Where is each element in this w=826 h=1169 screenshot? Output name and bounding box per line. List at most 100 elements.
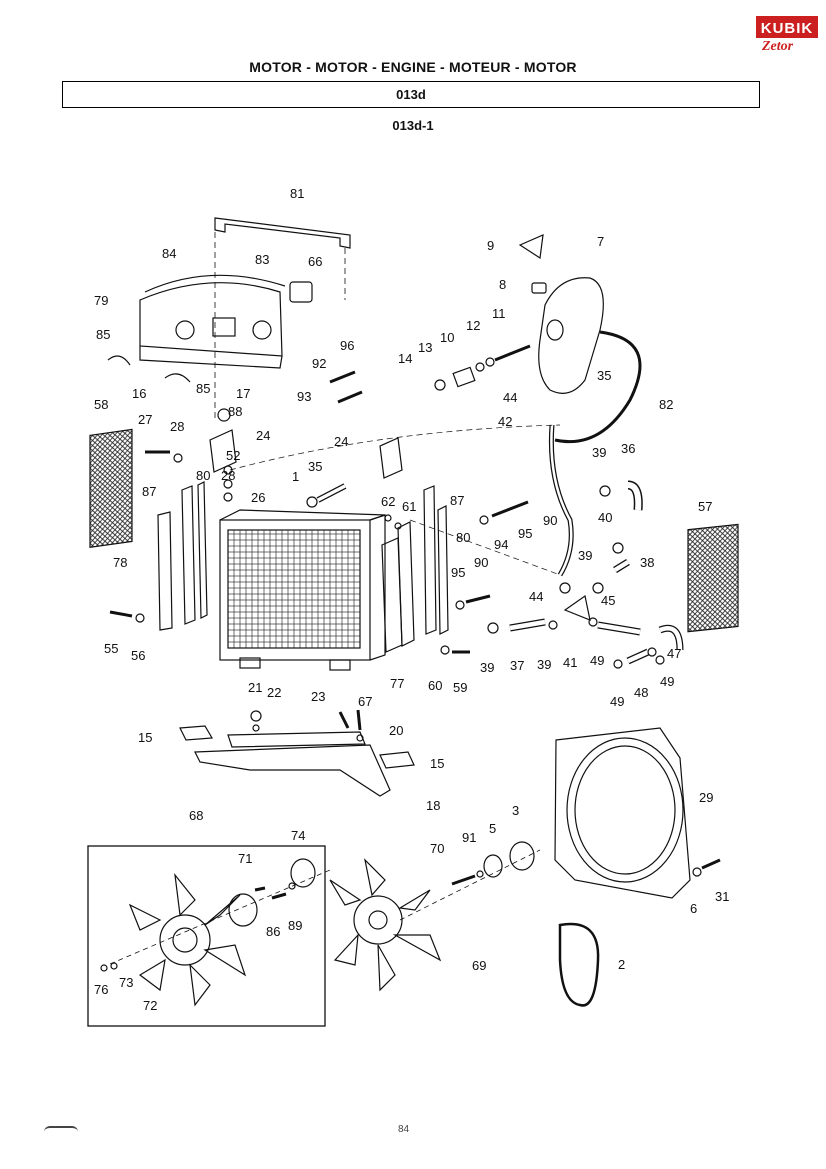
callout-83: 83: [255, 252, 269, 267]
callout-8: 8: [499, 277, 506, 292]
callout-87: 87: [142, 484, 156, 499]
callout-94: 94: [494, 537, 508, 552]
callout-28: 28: [170, 419, 184, 434]
callout-67: 67: [358, 694, 372, 709]
fan-blade: [329, 858, 442, 992]
callout-66: 66: [308, 254, 322, 269]
upper-shroud: [139, 274, 286, 369]
callout-89: 89: [288, 918, 302, 933]
lower-bracket: [179, 709, 415, 797]
callout-91: 91: [462, 830, 476, 845]
callout-13: 13: [418, 340, 432, 355]
callout-38: 38: [640, 555, 654, 570]
callout-22: 22: [267, 685, 281, 700]
callout-85: 85: [96, 327, 110, 342]
section-subcode: 013d-1: [392, 118, 434, 133]
callout-47: 47: [667, 646, 681, 661]
callout-73: 73: [119, 975, 133, 990]
callout-1: 1: [292, 469, 299, 484]
callout-11: 11: [492, 306, 506, 321]
callout-23: 23: [311, 689, 325, 704]
callout-20: 20: [389, 723, 403, 738]
callout-39: 39: [537, 657, 551, 672]
callout-59: 59: [453, 680, 467, 695]
callout-79: 79: [94, 293, 108, 308]
callout-41: 41: [563, 655, 577, 670]
page-title: MOTOR - MOTOR - ENGINE - MOTEUR - MOTOR: [249, 59, 577, 75]
callout-71: 71: [238, 851, 252, 866]
callout-69: 69: [472, 958, 486, 973]
fan-assembly-inset: [100, 858, 316, 1007]
section-code: 013d: [62, 81, 760, 108]
callout-86: 86: [266, 924, 280, 939]
callout-15: 15: [138, 730, 152, 745]
callout-87: 87: [450, 493, 464, 508]
callout-74: 74: [291, 828, 305, 843]
footer-mark: [44, 1126, 78, 1134]
callout-18: 18: [426, 798, 440, 813]
callout-36: 36: [621, 441, 635, 456]
callout-58: 58: [94, 397, 108, 412]
callout-14: 14: [398, 351, 412, 366]
callout-52: 52: [226, 448, 240, 463]
callout-2: 2: [618, 957, 625, 972]
callout-10: 10: [440, 330, 454, 345]
callout-95: 95: [518, 526, 532, 541]
callout-17: 17: [236, 386, 250, 401]
callout-77: 77: [390, 676, 404, 691]
callout-45: 45: [601, 593, 615, 608]
callout-85: 85: [196, 381, 210, 396]
callout-49: 49: [660, 674, 674, 689]
callout-80: 80: [456, 530, 470, 545]
brand-logo: KUBIK Zetor: [756, 16, 818, 58]
callout-92: 92: [312, 356, 326, 371]
bolt-stack: [434, 344, 531, 391]
callout-56: 56: [131, 648, 145, 663]
callout-39: 39: [592, 445, 606, 460]
callout-80: 80: [196, 468, 210, 483]
callout-12: 12: [466, 318, 480, 333]
callout-28: 28: [221, 468, 235, 483]
callout-95: 95: [451, 565, 465, 580]
callout-49: 49: [590, 653, 604, 668]
callout-68: 68: [189, 808, 203, 823]
callout-70: 70: [430, 841, 444, 856]
callout-90: 90: [474, 555, 488, 570]
callout-48: 48: [634, 685, 648, 700]
logo-top-text: KUBIK: [756, 16, 818, 38]
callout-6: 6: [690, 901, 697, 916]
callout-31: 31: [715, 889, 729, 904]
callout-40: 40: [598, 510, 612, 525]
callout-27: 27: [138, 412, 152, 427]
radiator-core: [219, 509, 386, 671]
callout-60: 60: [428, 678, 442, 693]
page-number: 84: [398, 1124, 410, 1135]
callout-35: 35: [597, 368, 611, 383]
callout-78: 78: [113, 555, 127, 570]
callout-5: 5: [489, 821, 496, 836]
callout-44: 44: [529, 589, 543, 604]
callout-26: 26: [251, 490, 265, 505]
fan-shroud: [554, 727, 691, 899]
callout-57: 57: [698, 499, 712, 514]
callout-16: 16: [132, 386, 146, 401]
callout-81: 81: [290, 186, 304, 201]
callout-82: 82: [659, 397, 673, 412]
callout-42: 42: [498, 414, 512, 429]
callout-96: 96: [340, 338, 354, 353]
callout-3: 3: [512, 803, 519, 818]
callout-7: 7: [597, 234, 604, 249]
callout-9: 9: [487, 238, 494, 253]
callout-93: 93: [297, 389, 311, 404]
callout-61: 61: [402, 499, 416, 514]
callout-55: 55: [104, 641, 118, 656]
callout-21: 21: [248, 680, 262, 695]
callout-39: 39: [480, 660, 494, 675]
callout-62: 62: [381, 494, 395, 509]
expansion-tank: [538, 277, 604, 394]
logo-bottom-text: Zetor: [762, 39, 794, 54]
callout-76: 76: [94, 982, 108, 997]
callout-84: 84: [162, 246, 176, 261]
callout-37: 37: [510, 658, 524, 673]
